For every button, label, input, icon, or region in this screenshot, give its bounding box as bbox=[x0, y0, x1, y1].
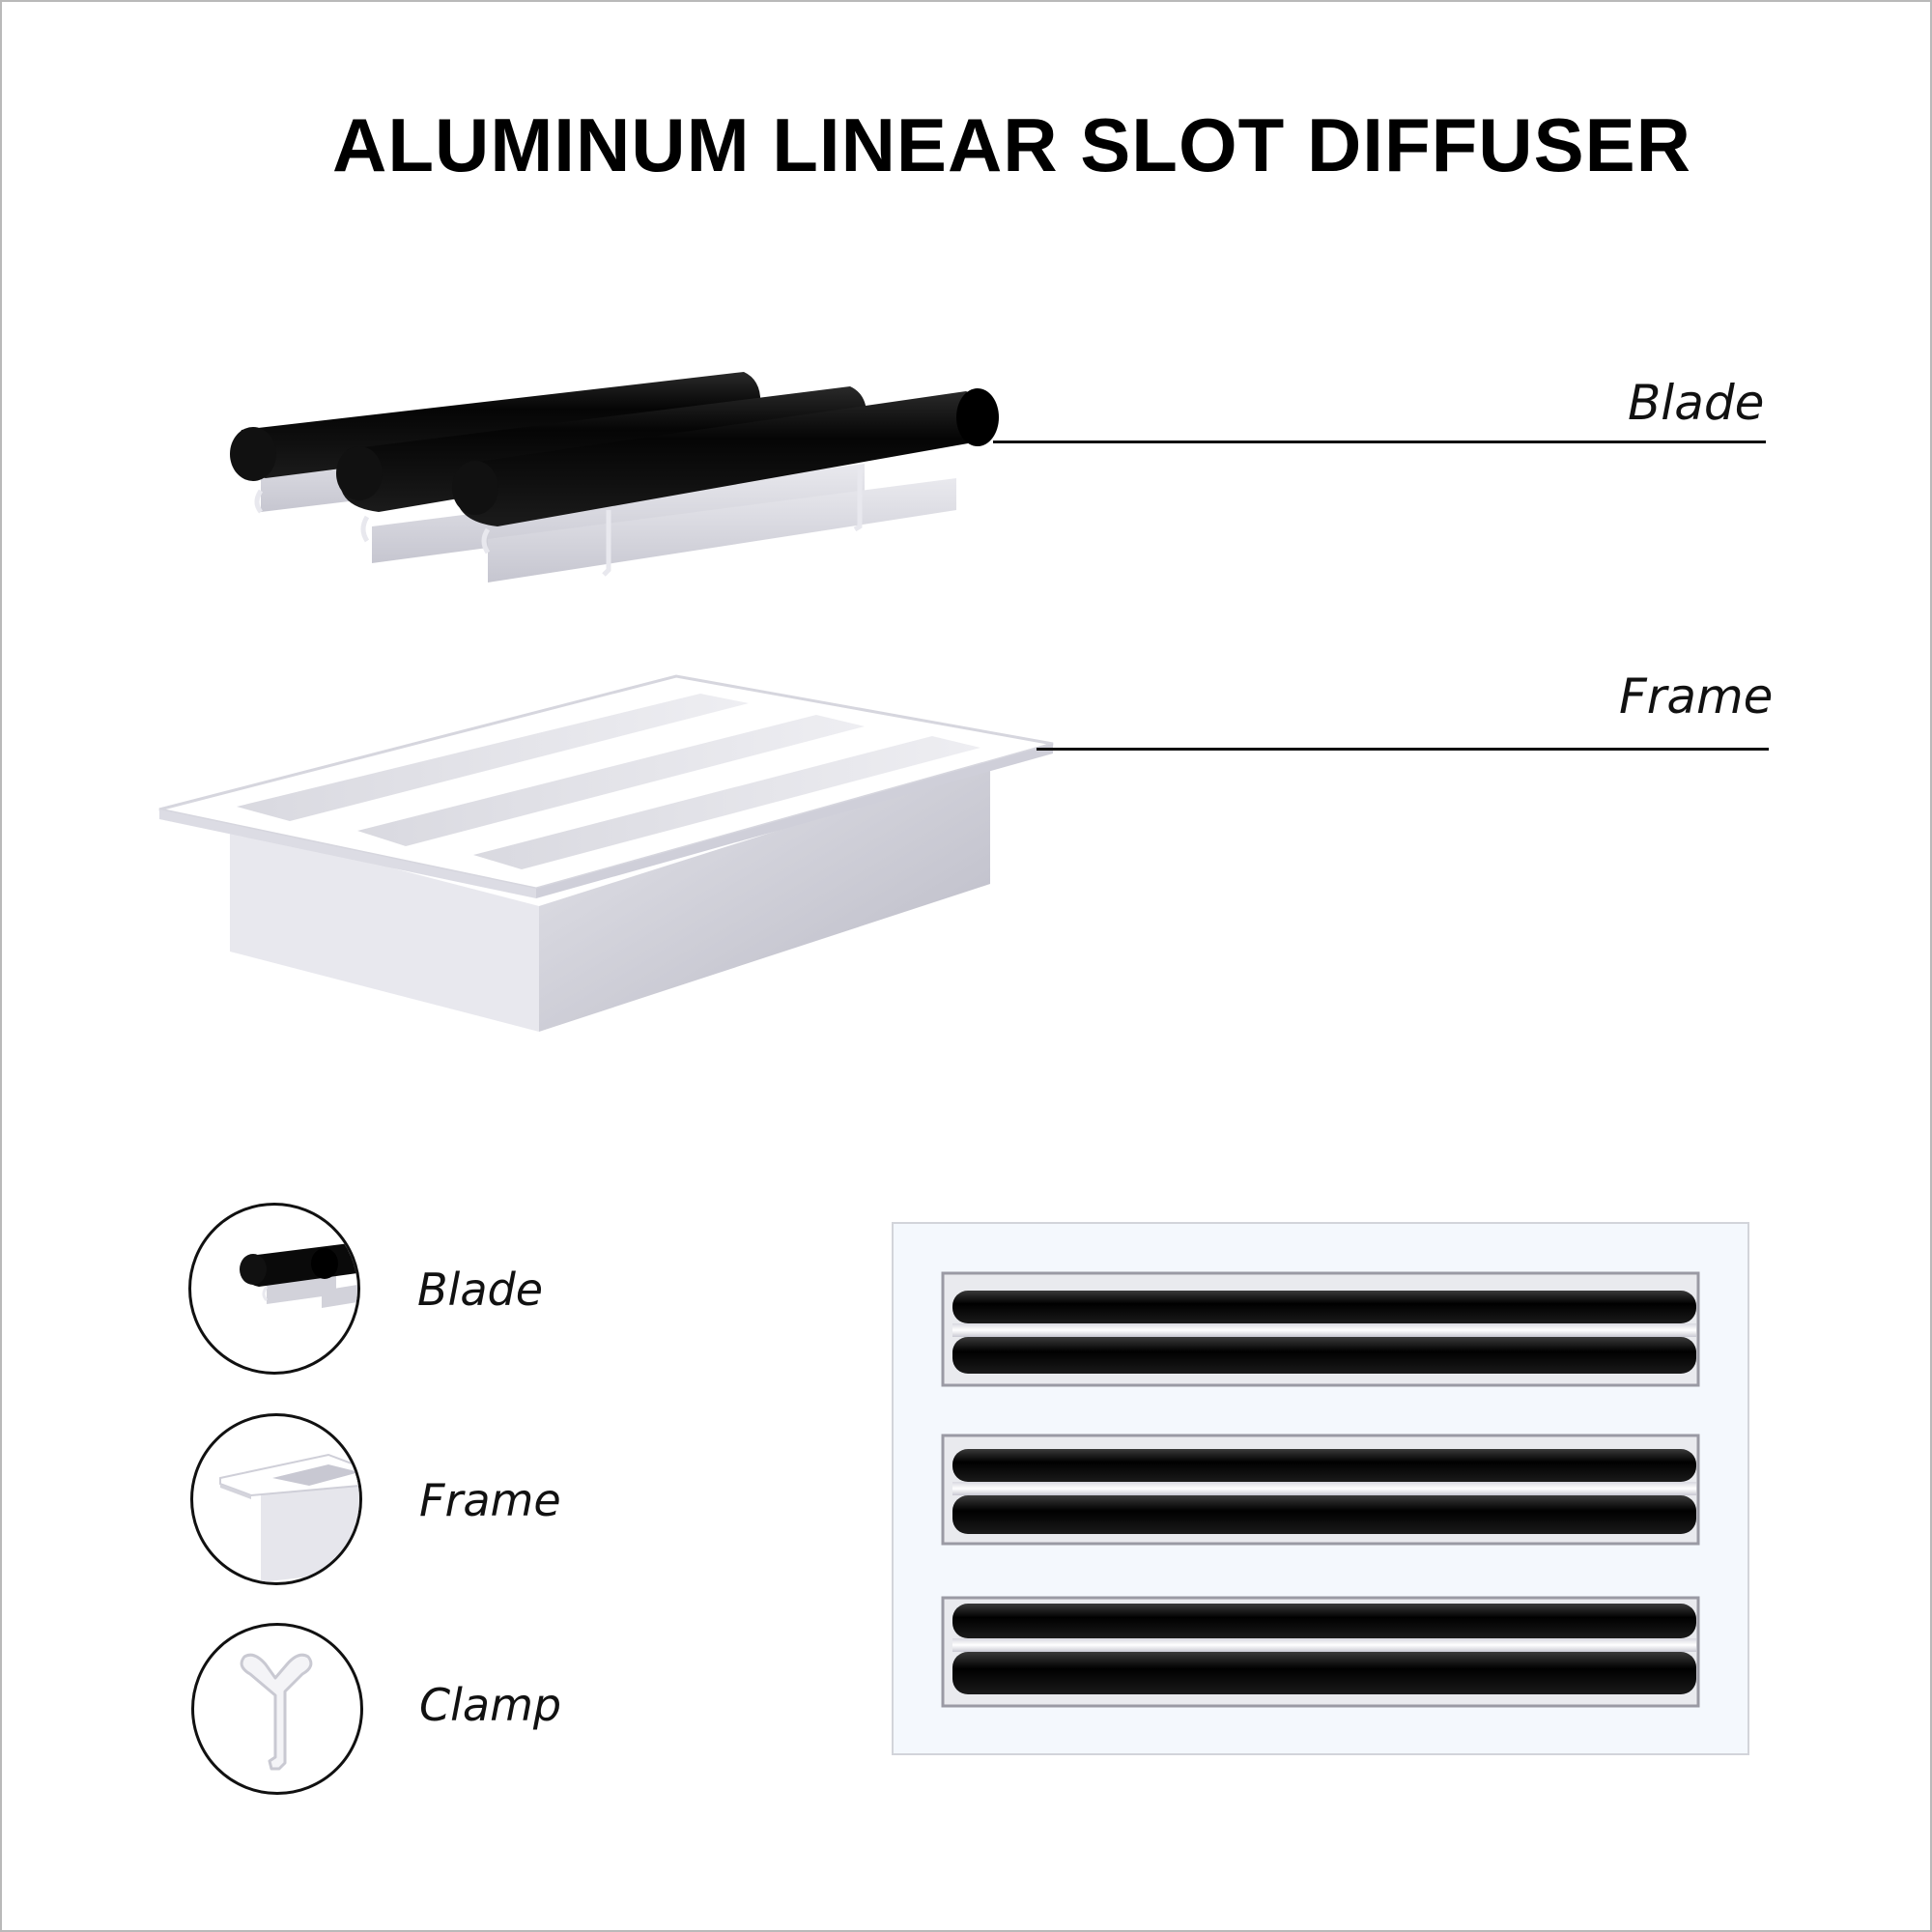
legend-clamp-label: Clamp bbox=[419, 1679, 562, 1731]
blade-3 bbox=[452, 388, 999, 582]
legend-blade-circle bbox=[188, 1203, 360, 1375]
blade-assembly bbox=[230, 372, 999, 582]
blade-clamps bbox=[254, 469, 863, 577]
blade-leader-line bbox=[993, 440, 1766, 443]
legend-clamp-circle bbox=[191, 1623, 363, 1795]
legend-frame-circle bbox=[190, 1413, 362, 1585]
frame-icon bbox=[219, 1453, 359, 1582]
blade-callout-label: Blade bbox=[1628, 375, 1765, 431]
frame-leader-line bbox=[1037, 748, 1769, 751]
frame-callout-label: Frame bbox=[1619, 668, 1774, 724]
legend-frame-label: Frame bbox=[419, 1474, 561, 1526]
frame-assembly bbox=[158, 674, 1054, 1032]
legend-blade-label: Blade bbox=[417, 1264, 544, 1316]
page-title: ALUMINUM LINEAR SLOT DIFFUSER bbox=[332, 102, 1691, 187]
clamp-icon bbox=[240, 1653, 313, 1771]
blade-icon bbox=[240, 1242, 357, 1308]
